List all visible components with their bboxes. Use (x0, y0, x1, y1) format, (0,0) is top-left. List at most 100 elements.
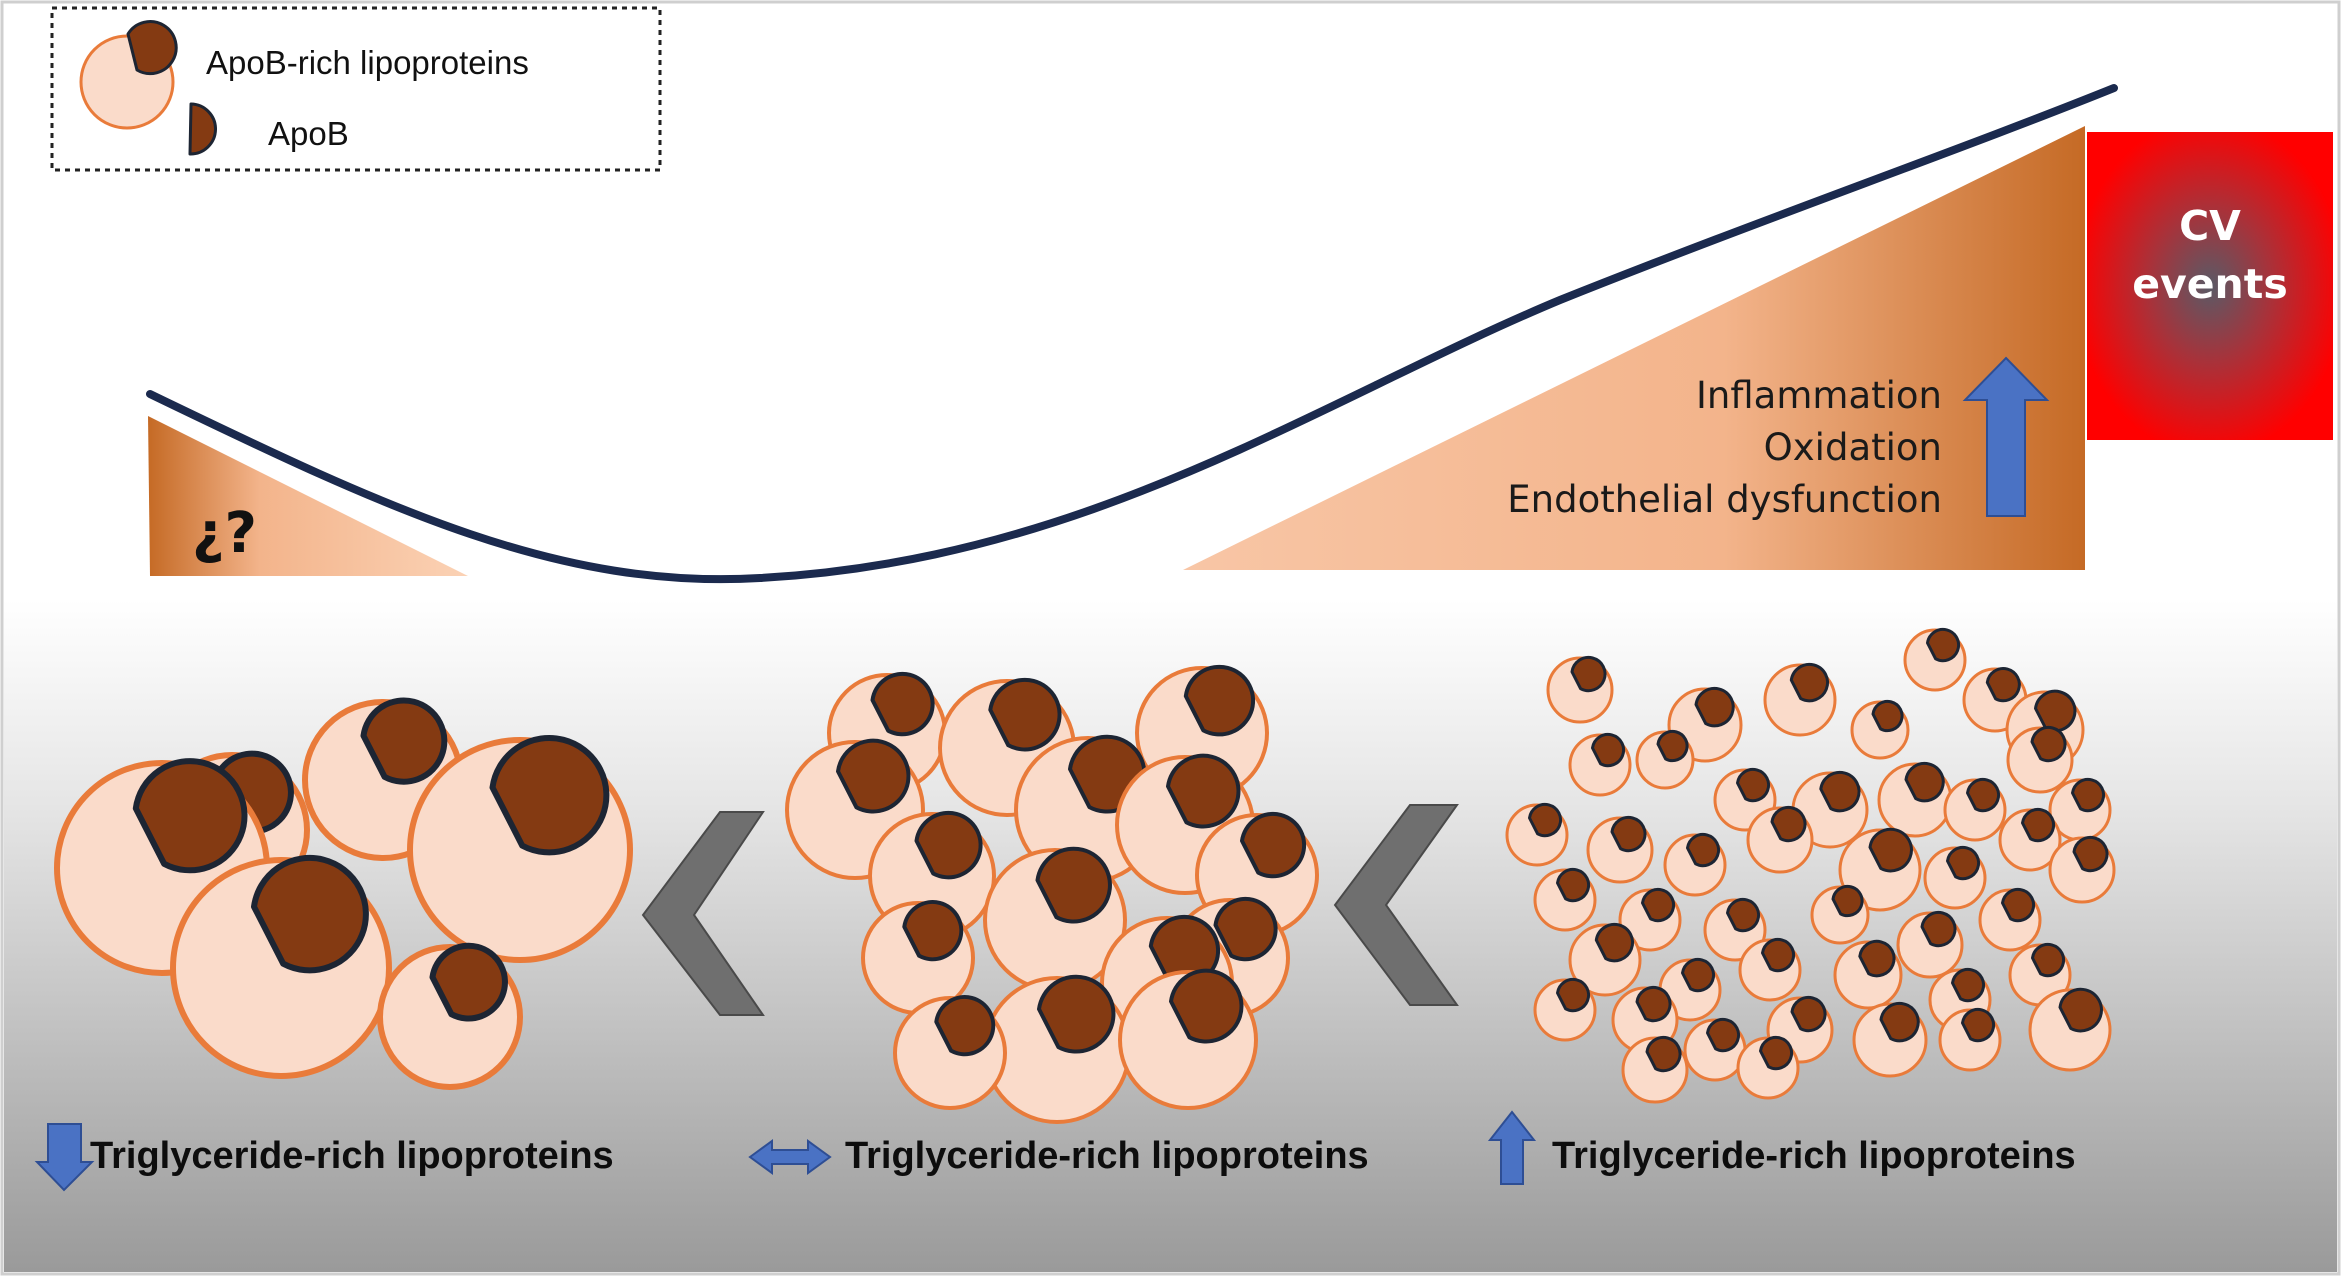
lipoprotein-particle (1978, 887, 2042, 952)
chevron-left-icon (641, 811, 765, 1016)
apob-icon (914, 810, 983, 880)
legend-apob-label: ApoB (268, 115, 349, 152)
apob-icon (1920, 910, 1957, 948)
apob-icon (1570, 655, 1607, 693)
effect-oxidation: Oxidation (1764, 426, 1942, 469)
apob-icon (870, 671, 935, 737)
apob-icon (1528, 802, 1563, 838)
apob-icon (1556, 977, 1591, 1013)
apob-icon (1240, 811, 1307, 879)
small-particle-cluster (1505, 627, 2116, 1104)
lipoprotein-particle (1658, 957, 1722, 1022)
uncertain-risk-label: ¿? (192, 501, 257, 566)
lipoprotein-particle (170, 854, 392, 1079)
lipoprotein-particle (1896, 910, 1964, 979)
lipoprotein-particle (1810, 884, 1870, 945)
lipoprotein-particle (1903, 627, 1967, 692)
right-risk-wedge (1183, 126, 2085, 570)
apob-icon (1694, 686, 1735, 728)
lipoprotein-particle (2028, 987, 2112, 1072)
lipoprotein-particle (1533, 977, 1597, 1042)
apob-icon (1591, 732, 1626, 768)
apob-icon (1726, 897, 1761, 933)
lipoprotein-particle (1618, 887, 1682, 952)
apob-icon (1819, 770, 1861, 813)
effect-endothelial-dysfunction: Endothelial dysfunction (1507, 478, 1942, 521)
apob-icon (1858, 939, 1896, 978)
lipoprotein-particle (1611, 985, 1679, 1054)
medium-particle-cluster (785, 664, 1319, 1124)
caption-middle-group: Triglyceride-rich lipoproteins (748, 1135, 1369, 1177)
apob-icon (1686, 832, 1721, 868)
lipoprotein-particle (1663, 832, 1727, 897)
lipoprotein-particle (1568, 732, 1632, 797)
lipoprotein-particle (1852, 1001, 1928, 1078)
apob-icon (1961, 1007, 1996, 1043)
lipoprotein-particle (1568, 922, 1642, 997)
apob-icon (1706, 1017, 1741, 1053)
effect-inflammation: Inflammation (1696, 374, 1942, 417)
decrease-arrow-icon (34, 1123, 95, 1192)
large-particle-cluster (54, 697, 633, 1090)
apob-icon (429, 942, 508, 1022)
lipoprotein-particle (1118, 968, 1258, 1110)
lipoprotein-particle (1505, 802, 1569, 867)
left-risk-wedge (148, 416, 468, 576)
lipoprotein-particle (377, 942, 523, 1090)
apob-icon (2001, 887, 2036, 923)
lipoprotein-particle (1546, 655, 1614, 724)
caption-left-group: Triglyceride-rich lipoproteins (34, 1123, 614, 1192)
effects-list: Inflammation Oxidation Endothelial dysfu… (1507, 374, 1942, 521)
apob-icon (1556, 867, 1591, 903)
apob-icon (1904, 761, 1945, 803)
legend-apob-icon (188, 102, 217, 156)
apob-icon (2071, 777, 2106, 813)
lipoprotein-particle (1738, 937, 1802, 1002)
legend-lipoprotein-icon (79, 20, 178, 130)
lipoprotein-particle (893, 995, 1007, 1110)
apob-icon (1946, 845, 1981, 881)
lipoprotein-particle (1998, 807, 2062, 872)
apob-icon (902, 900, 964, 962)
lipoprotein-particle (1621, 1035, 1689, 1104)
apob-icon (1645, 1035, 1682, 1073)
lipoprotein-particle (1586, 815, 1654, 884)
legend-frame (50, 6, 662, 172)
apob-icon (251, 854, 369, 974)
lipoprotein-particle (1838, 827, 1922, 912)
apob-icon (132, 758, 248, 874)
caption-left: Triglyceride-rich lipoproteins (90, 1135, 614, 1177)
apob-icon (836, 738, 911, 814)
cv-events-background (2087, 132, 2333, 440)
lipoprotein-particle (1683, 1017, 1747, 1082)
lipoprotein-particle (1791, 770, 1869, 849)
apob-icon (1868, 827, 1913, 873)
no-change-arrow-icon (748, 1139, 832, 1175)
apob-icon (1641, 887, 1676, 923)
chevron-left-icon (1333, 804, 1459, 1006)
cv-events-box: CV events (2087, 132, 2333, 440)
apob-icon (1656, 729, 1689, 763)
apob-icon (1035, 846, 1112, 924)
apob-icon (2034, 689, 2077, 733)
effects-increase-arrow-icon (1962, 356, 2050, 517)
apob-icon (1761, 937, 1796, 973)
apob-icon (2072, 835, 2109, 873)
apob-icon (1871, 699, 1904, 733)
lipoprotein-particle (1736, 1035, 1800, 1100)
apob-icon (1169, 968, 1244, 1044)
apob-icon (1759, 1035, 1794, 1071)
apob-icon (2021, 807, 2056, 843)
lipoprotein-particle (1746, 805, 1814, 874)
apob-icon (2031, 942, 2066, 978)
apob-icon (988, 677, 1062, 752)
apob-icon (1879, 1001, 1920, 1043)
apob-icon (2030, 725, 2067, 763)
legend: ApoB-rich lipoproteins ApoB (50, 6, 662, 172)
apob-icon (1926, 627, 1961, 663)
lipoprotein-particle (1533, 867, 1597, 932)
cv-events-line2: events (2132, 260, 2288, 308)
lipoprotein-particle (2048, 835, 2116, 904)
